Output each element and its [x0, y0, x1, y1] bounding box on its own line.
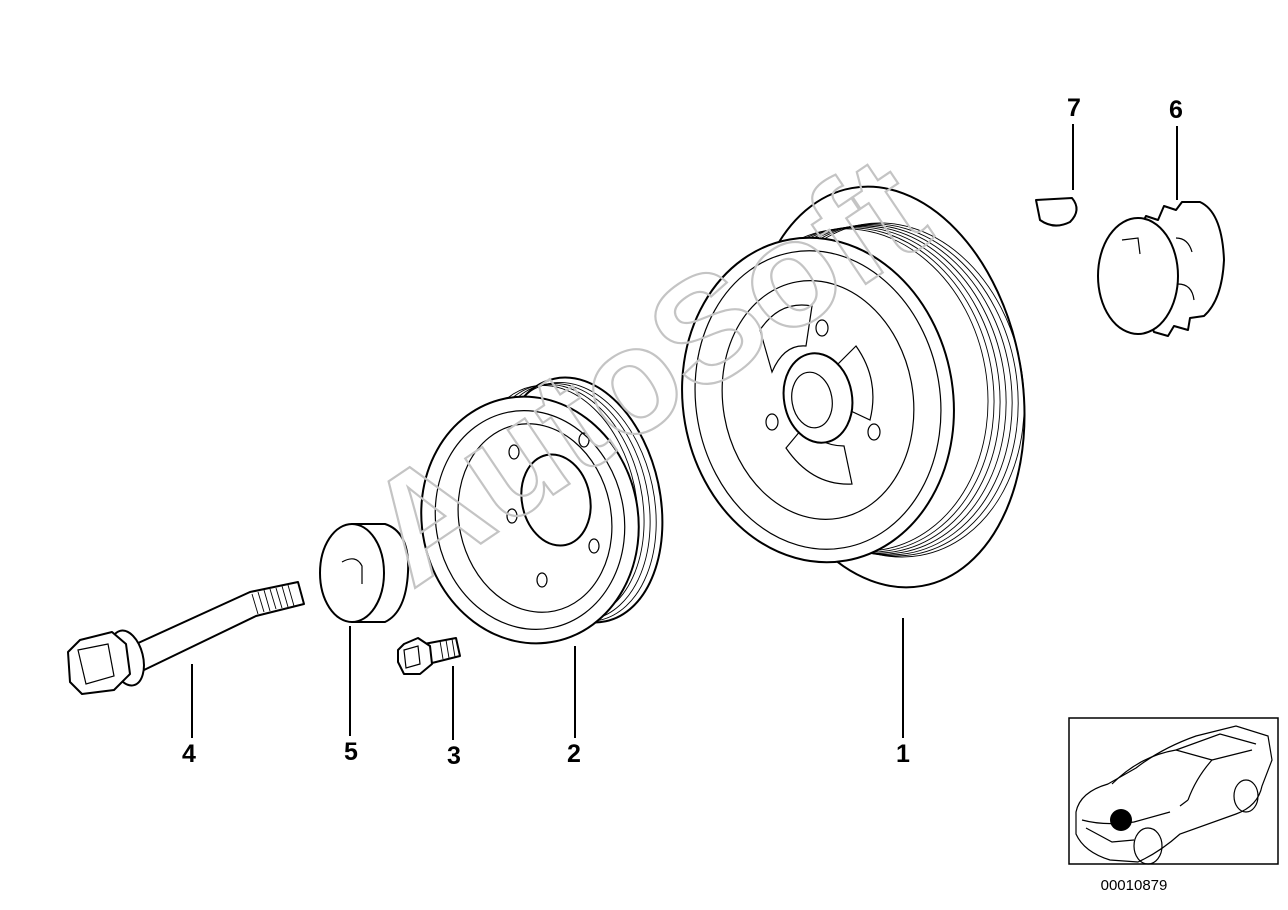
part-hex-bolt-small: [397, 637, 461, 675]
part-belt-pulley: [420, 376, 664, 645]
callout-2: 2: [567, 740, 581, 768]
car-locator-inset: 00010879: [1068, 717, 1279, 894]
callout-1: 1: [896, 740, 910, 768]
part-spacer-sleeve: [319, 523, 410, 623]
callout-7: 7: [1067, 94, 1081, 122]
diagram-id: 00010879: [1101, 877, 1168, 894]
leader-lines: [191, 124, 1178, 740]
inset-frame: [1068, 717, 1279, 865]
callout-numbers: 1 2 3 4 5 6 7: [182, 94, 1183, 770]
callout-3: 3: [447, 742, 461, 770]
part-vibration-damper: [681, 185, 1026, 589]
car-outline: [1075, 725, 1273, 865]
callout-4: 4: [182, 740, 196, 768]
bolt-thread: [251, 584, 295, 615]
part-woodruff-key: [1035, 197, 1078, 227]
callout-5: 5: [344, 738, 358, 766]
locator-marker: [1110, 809, 1132, 831]
part-central-bolt: [67, 581, 305, 695]
part-sprocket: [1097, 201, 1225, 337]
callout-6: 6: [1169, 96, 1183, 124]
